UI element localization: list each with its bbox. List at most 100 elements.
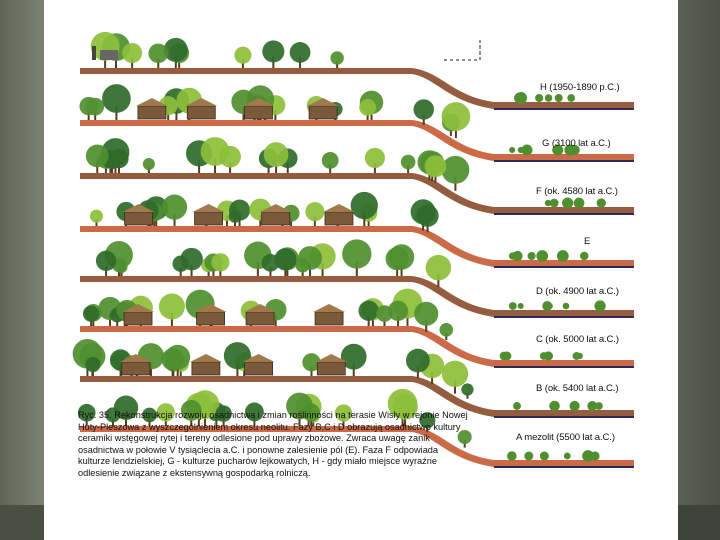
longhouse-roof [244, 304, 277, 312]
tree-trunk [367, 315, 370, 326]
tree-crown [413, 99, 434, 120]
tree-crown [302, 353, 321, 372]
tree-crown [441, 155, 470, 184]
tree-trunk [299, 57, 302, 68]
tree-trunk [233, 219, 236, 226]
tree-crown [148, 43, 169, 64]
tree-crown [340, 343, 367, 370]
tree-trunk [272, 56, 275, 68]
longhouse [308, 105, 338, 120]
tree-crown [89, 209, 104, 223]
tree-crown [85, 356, 101, 373]
caption-label: Ryc. 35. [78, 410, 112, 420]
tree-trunk [85, 417, 88, 426]
shrub [514, 92, 525, 104]
tree-trunk [396, 264, 399, 276]
tree-trunk [286, 163, 289, 173]
soil-layer [80, 226, 634, 267]
shrub [544, 199, 552, 207]
tree-trunk [383, 317, 386, 326]
tree-crown [342, 239, 372, 269]
tree-trunk [449, 127, 452, 136]
phase-label-b: B (ok. 5400 lat a.C.) [536, 383, 619, 394]
tree-trunk [104, 164, 107, 173]
caption-text: Rekonstrukcja rozwoju osadnictwa i zmian… [78, 410, 468, 478]
longhouse [137, 105, 167, 120]
shrub [502, 351, 512, 361]
shrub [549, 400, 560, 412]
tree-trunk [400, 263, 403, 276]
longhouse [186, 105, 216, 120]
shrub [587, 401, 598, 411]
terrace-band-e [80, 191, 634, 268]
longhouse [124, 211, 153, 226]
shrub [517, 302, 524, 310]
tree-trunk [225, 215, 228, 226]
tree-trunk [120, 269, 123, 276]
tree-crown [334, 404, 353, 422]
modern-boundary-dashed-line [444, 40, 481, 61]
tree-crown [385, 247, 409, 271]
shrub [524, 451, 534, 461]
longhouse [244, 361, 273, 376]
longhouse [194, 211, 223, 226]
tree-trunk [164, 416, 167, 426]
tree-trunk [241, 59, 244, 68]
shrub [563, 452, 571, 460]
phase-label-g: G (3100 lat a.C.) [542, 138, 611, 149]
phase-label-e: E [584, 236, 591, 247]
shrub [596, 198, 606, 208]
longhouse-roof [122, 304, 155, 312]
tree-crown [274, 248, 297, 271]
soil-layer [80, 120, 634, 161]
tree-crown [392, 394, 418, 420]
tree-trunk [153, 216, 156, 226]
tree-trunk [329, 164, 332, 173]
soil-layer [80, 276, 634, 317]
tree-trunk [115, 54, 118, 68]
longhouse-roof [185, 98, 218, 106]
tree-trunk [267, 163, 270, 173]
tree-trunk [313, 216, 316, 226]
terrace-band-h [80, 31, 634, 110]
tree-crown [457, 430, 472, 445]
tree-crown [416, 204, 439, 227]
tree-crown [234, 46, 252, 64]
soil-layer [80, 326, 634, 367]
tree-crown [163, 37, 188, 62]
longhouse [261, 211, 291, 226]
tree-trunk [96, 161, 99, 173]
tree-crown [263, 142, 289, 167]
shrub [571, 402, 578, 410]
tree-trunk [454, 123, 457, 138]
longhouse-roof [315, 354, 348, 362]
shrub [539, 451, 549, 461]
shrub [562, 302, 570, 310]
longhouse-roof [194, 304, 227, 312]
tree-crown [419, 412, 436, 429]
longhouse [314, 311, 344, 326]
tree-crown [77, 403, 96, 422]
tree-crown [142, 407, 157, 423]
tree-trunk [179, 267, 182, 276]
tree-trunk [426, 424, 429, 433]
tree-trunk [179, 367, 182, 376]
tree-crown [350, 191, 378, 220]
tree-crown [305, 202, 325, 222]
tree-trunk [131, 58, 134, 68]
tree-trunk [434, 171, 437, 183]
tree-trunk [366, 111, 369, 120]
tree-crown [359, 98, 377, 116]
tree-trunk [259, 215, 262, 226]
tree-crown [228, 210, 242, 223]
tree-crown [461, 383, 474, 396]
tree-crown [122, 43, 143, 64]
tree-trunk [310, 417, 313, 426]
longhouse-roof [242, 354, 275, 362]
tree-crown [161, 348, 184, 371]
tree-trunk [236, 362, 239, 376]
chimney [92, 46, 96, 60]
tree-trunk [91, 368, 94, 376]
terrace-band-c [80, 288, 634, 368]
slide-right-margin [678, 0, 720, 540]
